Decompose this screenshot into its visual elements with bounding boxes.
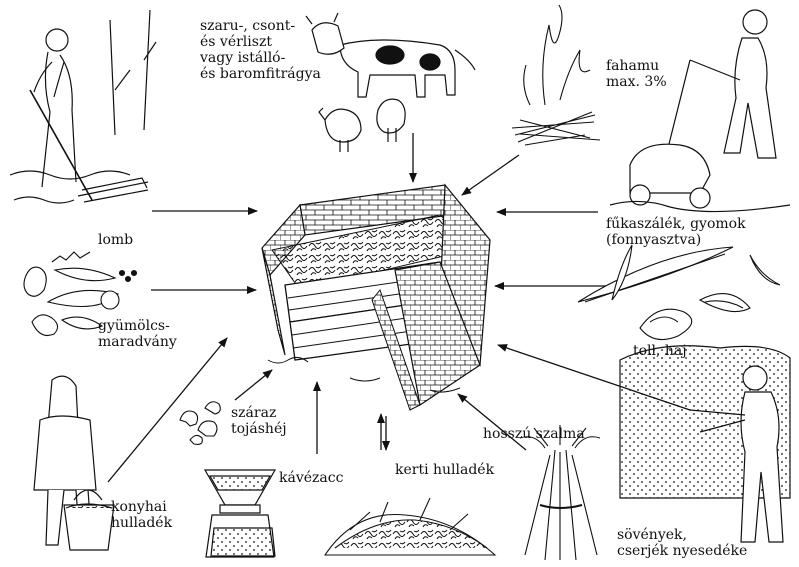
label-szalma: hosszú szalma [483,426,585,442]
feather-hair-illustration [578,245,780,340]
compost-bin [262,185,490,410]
egg-shells-illustration [180,402,220,445]
label-lomb: lomb [98,232,133,248]
label-sovenyek: sövények, cserjék nyesedéke [617,527,747,559]
coffee-filter-illustration [205,470,275,557]
label-toll: toll, haj [633,343,687,359]
label-tojashej: száraz tojáshéj [231,405,287,437]
leaf-raking-illustration [10,10,156,203]
wood-ash-fire-illustration [512,5,600,145]
label-kerti: kerti hulladék [395,462,494,478]
straw-bundle-illustration [520,425,600,560]
garden-waste-illustration [325,498,495,555]
hedge-trimming-illustration [620,346,790,542]
label-konyhai: konyhai hulladék [111,499,172,531]
label-fahamu: fahamu max. 3% [606,58,667,90]
kitchen-waste-illustration [34,376,114,550]
label-fukaszalek: fűkaszálék, gyomok (fonnyasztva) [606,216,746,248]
label-szaru: szaru-, csont- és vérliszt vagy istálló-… [200,18,321,82]
cow-chickens-illustration [306,13,475,152]
label-kavezacc: kávézacc [279,470,343,486]
label-gyumolcs: gyümölcs- maradvány [98,318,177,350]
lawn-mower-illustration [610,10,790,212]
